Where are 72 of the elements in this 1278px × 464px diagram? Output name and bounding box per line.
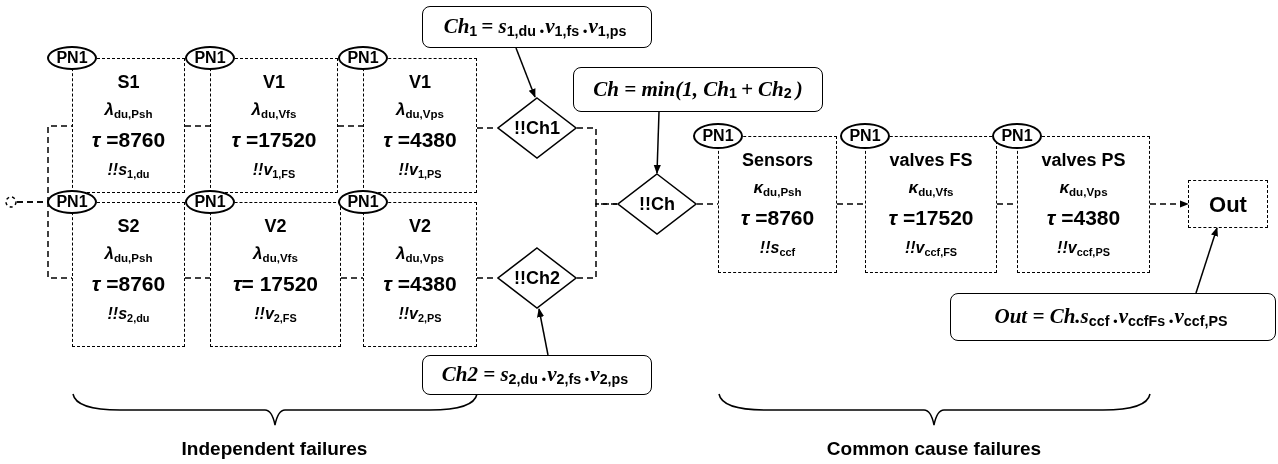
state-variable: !!v$_{ccf,PS}$ xyxy=(1057,238,1110,259)
pn-ellipse: PN1 xyxy=(693,123,743,149)
failure-rate: λ$_{du,Vps}$ xyxy=(396,99,444,121)
component-name: V2 xyxy=(264,215,287,237)
test-interval: τ =8760 xyxy=(91,271,166,297)
decision-diamond xyxy=(497,247,577,309)
connector-line xyxy=(340,277,364,279)
output-box: Out xyxy=(1188,180,1268,228)
test-interval: τ =4380 xyxy=(1046,205,1121,231)
component-name: S2 xyxy=(117,215,140,237)
failure-rate: κ$_{du,Vps}$ xyxy=(1059,177,1108,199)
pn-ellipse: PN1 xyxy=(992,123,1042,149)
decision-diamond xyxy=(617,173,697,235)
failure-rate: κ$_{du,Vfs}$ xyxy=(908,177,954,199)
group-label: Independent failures xyxy=(181,437,368,461)
formula-box: Out = Ch.s$_{ccf}$.v$_{ccfFs}$.v$_{ccf,PS}$ xyxy=(950,293,1276,341)
failure-rate: λ$_{du,Psh}$ xyxy=(104,243,153,265)
connector-line xyxy=(696,203,719,205)
test-interval: τ= 17520 xyxy=(232,271,319,297)
state-variable: !!v$_{2,FS}$ xyxy=(254,304,297,325)
group-label: Common cause failures xyxy=(826,437,1042,461)
component-name: V1 xyxy=(409,71,431,93)
connector-line xyxy=(576,203,618,279)
diamond-label: !!Ch1 xyxy=(514,116,560,140)
test-interval: τ =4380 xyxy=(383,127,457,153)
failure-rate: λ$_{du,Vps}$ xyxy=(396,243,444,265)
failure-rate: λ$_{du,Psh}$ xyxy=(104,99,153,121)
component-name: valves PS xyxy=(1041,149,1126,171)
arrow xyxy=(653,111,661,174)
pn-ellipse: PN1 xyxy=(338,46,388,70)
state-variable: !!v$_{1,FS}$ xyxy=(252,160,296,181)
formula-box: Ch = min(1, Ch$_{1}$+ Ch$_{2}$) xyxy=(573,67,823,112)
pn-ellipse: PN1 xyxy=(47,46,97,70)
test-interval: τ =17520 xyxy=(231,127,317,153)
failure-rate: κ$_{du,Psh}$ xyxy=(753,177,802,199)
component-name: valves FS xyxy=(889,149,973,171)
pn-ellipse: PN1 xyxy=(47,190,97,214)
formula-box: Ch2 = s$_{2,du}$.v$_{2,fs}$.v$_{2,ps}$ xyxy=(422,355,652,395)
test-interval: τ =17520 xyxy=(888,205,974,231)
diamond-label: !!Ch2 xyxy=(514,266,560,290)
state-variable: !!v$_{2,PS}$ xyxy=(398,304,442,325)
test-interval: τ =8760 xyxy=(740,205,815,231)
pn-ellipse: PN1 xyxy=(840,123,890,149)
formula-box: Ch$_{1}$ = s$_{1,du}$.v$_{1,fs}$.v$_{1,ps}$ xyxy=(422,6,652,48)
pn-ellipse: PN1 xyxy=(185,46,235,70)
start-circle xyxy=(5,196,17,208)
test-interval: τ =4380 xyxy=(383,271,457,297)
pn-ellipse: PN1 xyxy=(338,190,388,214)
state-variable: !!s$_{ccf}$ xyxy=(759,238,796,259)
connector-line xyxy=(16,201,73,279)
component-name: S1 xyxy=(117,71,140,93)
state-variable: !!s$_{1,du}$ xyxy=(107,160,150,181)
failure-rate: λ$_{du,Vfs}$ xyxy=(253,243,298,265)
connector-line xyxy=(184,125,211,127)
connector-line xyxy=(836,203,866,205)
arrow xyxy=(1195,227,1218,294)
state-variable: !!v$_{ccf,FS}$ xyxy=(904,238,958,259)
failure-rate: λ$_{du,Vfs}$ xyxy=(251,99,297,121)
connector-line xyxy=(184,277,211,279)
arrow xyxy=(515,47,536,98)
arrow xyxy=(537,308,549,356)
diamond-label: !!Ch xyxy=(639,192,675,216)
state-variable: !!s$_{2,du}$ xyxy=(107,304,150,325)
state-variable: !!v$_{1,PS}$ xyxy=(398,160,442,181)
component-name: Sensors xyxy=(741,149,813,171)
test-interval: τ =8760 xyxy=(91,127,166,153)
decision-diamond xyxy=(497,97,577,159)
component-name: V1 xyxy=(263,71,285,93)
connector-line xyxy=(337,125,364,127)
component-name: V2 xyxy=(409,215,431,237)
arrow xyxy=(1149,200,1189,208)
pn-ellipse: PN1 xyxy=(185,190,235,214)
